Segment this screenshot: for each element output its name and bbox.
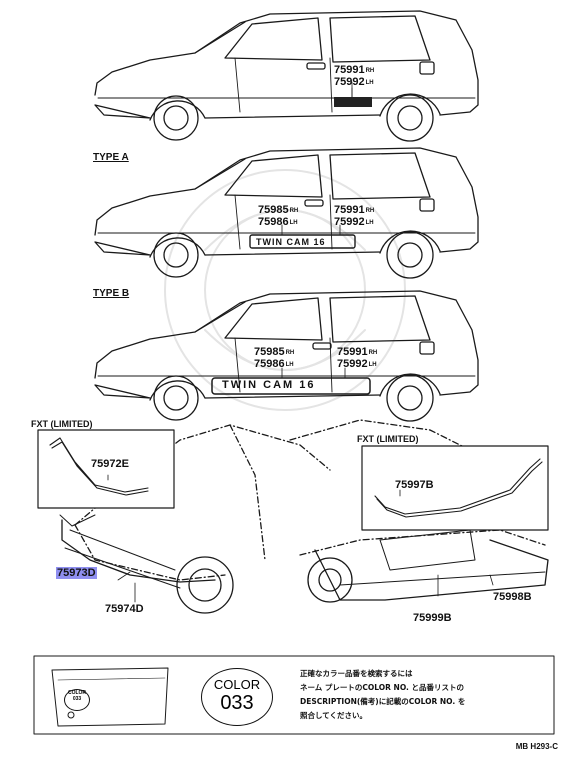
note-line-1: 正確なカラー品番を検索するには bbox=[300, 669, 413, 678]
note-line-3: DESCRIPTION(備考)に記載のCOLOR NO. を bbox=[300, 697, 466, 706]
rear-bumper-view bbox=[307, 529, 549, 603]
label-75986-car2: 75986LH bbox=[258, 216, 298, 228]
label-75991-car3: 75991RH bbox=[337, 346, 378, 358]
label-75997b: 75997B bbox=[395, 479, 434, 491]
note-line-4: 照合してください。 bbox=[300, 711, 368, 720]
label-75972e: 75972E bbox=[91, 458, 129, 470]
fxt-limited-left-heading: FXT (LIMITED) bbox=[31, 419, 93, 429]
front-bumper-view bbox=[59, 514, 234, 614]
color-note-box bbox=[33, 655, 555, 735]
label-75991-car1: 75991RH bbox=[334, 64, 375, 76]
watermark-emblem bbox=[164, 169, 406, 411]
badge-twin-cam-type-b: TWIN CAM 16 bbox=[222, 379, 316, 391]
label-75985-car2: 75985RH bbox=[258, 204, 299, 216]
part-shape-75997b bbox=[374, 458, 543, 518]
color-number: 033 bbox=[220, 692, 254, 714]
type-a-heading: TYPE A bbox=[93, 152, 129, 163]
car-side-view-type-a bbox=[94, 147, 479, 279]
car-side-view-base bbox=[94, 10, 479, 142]
color-number-circle: COLOR 033 bbox=[201, 668, 273, 726]
inset-box-75997b bbox=[361, 445, 549, 531]
label-75973d[interactable]: 75973D bbox=[56, 567, 97, 579]
fxt-limited-right-heading: FXT (LIMITED) bbox=[357, 434, 419, 444]
label-75999b: 75999B bbox=[413, 612, 452, 624]
label-75992-car1: 75992LH bbox=[334, 76, 374, 88]
label-75986-car3: 75986LH bbox=[254, 358, 294, 370]
label-75985-car3: 75985RH bbox=[254, 346, 295, 358]
label-75974d: 75974D bbox=[105, 603, 144, 615]
label-75991-car2: 75991RH bbox=[334, 204, 375, 216]
label-75992-car3: 75992LH bbox=[337, 358, 377, 370]
car-side-view-type-b bbox=[94, 290, 479, 422]
leader-lines bbox=[107, 81, 494, 603]
color-word: COLOR bbox=[213, 677, 261, 692]
label-75992-car2: 75992LH bbox=[334, 216, 374, 228]
badge-twin-cam-type-a: TWIN CAM 16 bbox=[256, 237, 326, 247]
name-plate-illustration bbox=[51, 667, 169, 727]
part-shape-75972e bbox=[49, 437, 149, 496]
diagram-code: MB H293-C bbox=[515, 742, 558, 751]
label-75998b: 75998B bbox=[493, 591, 532, 603]
type-b-heading: TYPE B bbox=[93, 288, 130, 299]
note-line-2: ネーム プレートのCOLOR NO. と品番リストの bbox=[300, 683, 464, 692]
